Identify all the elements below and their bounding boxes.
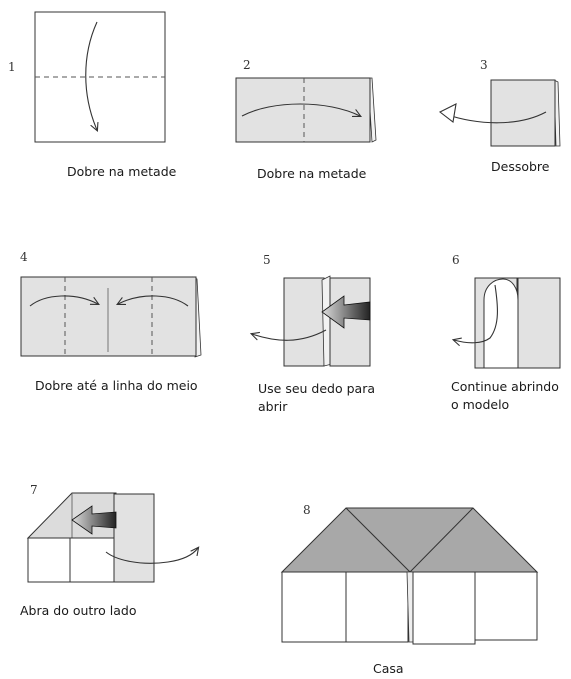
step-1-number: 1 bbox=[8, 60, 16, 74]
step-7-open-arrow bbox=[105, 548, 198, 564]
step-4-caption: Dobre até a linha do meio bbox=[35, 378, 198, 393]
step-3-caption: Dessobre bbox=[491, 159, 550, 174]
step-6-arch-flap bbox=[483, 278, 519, 369]
step-1-illustration bbox=[34, 11, 166, 143]
step-5-open-arrow bbox=[252, 329, 327, 341]
step-2-paper bbox=[235, 77, 371, 143]
step-8-wall-2 bbox=[345, 571, 409, 643]
step-8-caption: Casa bbox=[373, 661, 404, 676]
step-4-illustration bbox=[20, 276, 202, 358]
step-6-number: 6 bbox=[452, 253, 460, 267]
step-4-left-arrow bbox=[29, 295, 98, 307]
step-7-caption: Abra do outro lado bbox=[20, 603, 137, 618]
step-2-caption: Dobre na metade bbox=[257, 166, 367, 181]
step-7-illustration bbox=[26, 492, 198, 583]
step-6-illustration bbox=[454, 277, 561, 369]
step-8-illustration bbox=[280, 507, 539, 645]
step-8-roof bbox=[280, 507, 539, 573]
step-8-roof-right-ridge bbox=[409, 507, 474, 573]
step-2-fold-arrow bbox=[241, 103, 360, 116]
step-1-fold-arrow bbox=[85, 21, 97, 130]
step-5-illustration bbox=[252, 275, 371, 367]
step-1-caption: Dobre na metade bbox=[67, 164, 177, 179]
step-5-number: 5 bbox=[263, 253, 271, 267]
step-8-wall-4 bbox=[474, 571, 538, 641]
step-3-number: 3 bbox=[480, 58, 488, 72]
step-7-middle-wall bbox=[69, 537, 117, 583]
step-2-number: 2 bbox=[243, 58, 251, 72]
step-7-number: 7 bbox=[30, 483, 38, 497]
step-7-left-wall bbox=[27, 537, 71, 583]
step-6-caption: Continue abrindo o modelo bbox=[451, 379, 559, 412]
step-7-open-flap bbox=[113, 493, 155, 583]
step-4-right-arrow bbox=[118, 295, 189, 307]
step-8-number: 8 bbox=[303, 503, 311, 517]
step-2-illustration bbox=[235, 77, 377, 143]
step-8-wall-1 bbox=[281, 571, 347, 643]
step-6-open-arrow bbox=[454, 284, 498, 343]
step-3-arrow-head bbox=[438, 103, 457, 123]
step-3-illustration bbox=[438, 79, 561, 147]
step-7-push-arrow bbox=[71, 505, 117, 535]
step-6-right-panel bbox=[517, 277, 561, 369]
step-4-number: 4 bbox=[20, 250, 28, 264]
step-8-roof-left-ridge bbox=[345, 507, 411, 573]
step-5-push-arrow bbox=[321, 295, 371, 329]
step-5-caption: Use seu dedo para abrir bbox=[258, 381, 375, 414]
step-3-paper bbox=[490, 79, 556, 147]
step-8-wall-3 bbox=[412, 571, 476, 645]
step-3-unfold-arrow bbox=[444, 111, 547, 124]
step-5-left-flap bbox=[283, 277, 325, 367]
